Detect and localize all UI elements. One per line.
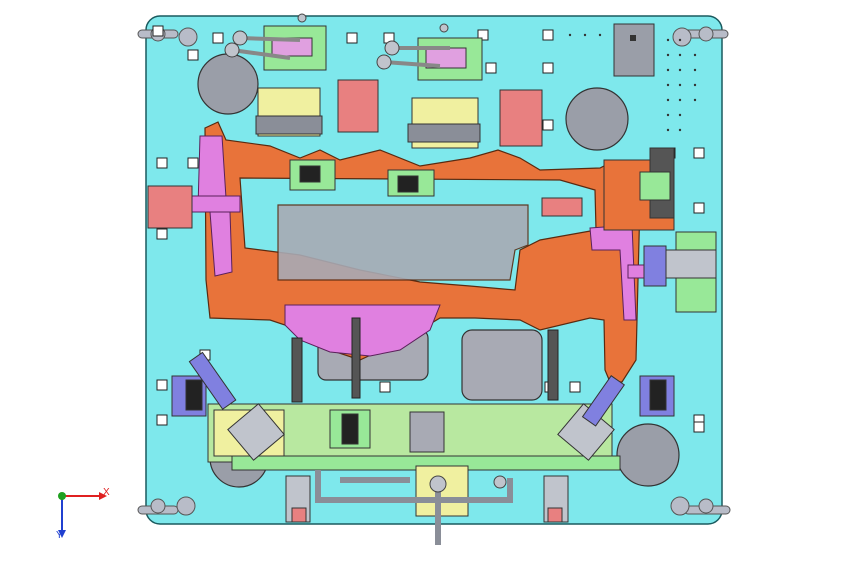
blue-blocks [171,375,675,417]
corner-pins [137,26,731,516]
vertical-rods [291,317,559,403]
dot-grid [568,33,697,132]
red-blocks [147,79,583,229]
coordinate-triad [44,478,124,548]
top-right-plate [613,23,655,77]
lower-assembly [207,403,621,523]
x-axis-label: X [103,487,110,498]
top-clamp-left [255,25,336,191]
origin-icon [58,492,66,500]
ball-handles [224,13,450,70]
top-clamp-right [387,37,483,197]
relief-holes [197,53,680,488]
right-clamp [603,147,717,313]
toggle-clamps [188,351,626,461]
bottom-pipe [315,470,513,545]
y-axis-label: Y [56,530,63,541]
pipe-knobs [429,475,507,493]
